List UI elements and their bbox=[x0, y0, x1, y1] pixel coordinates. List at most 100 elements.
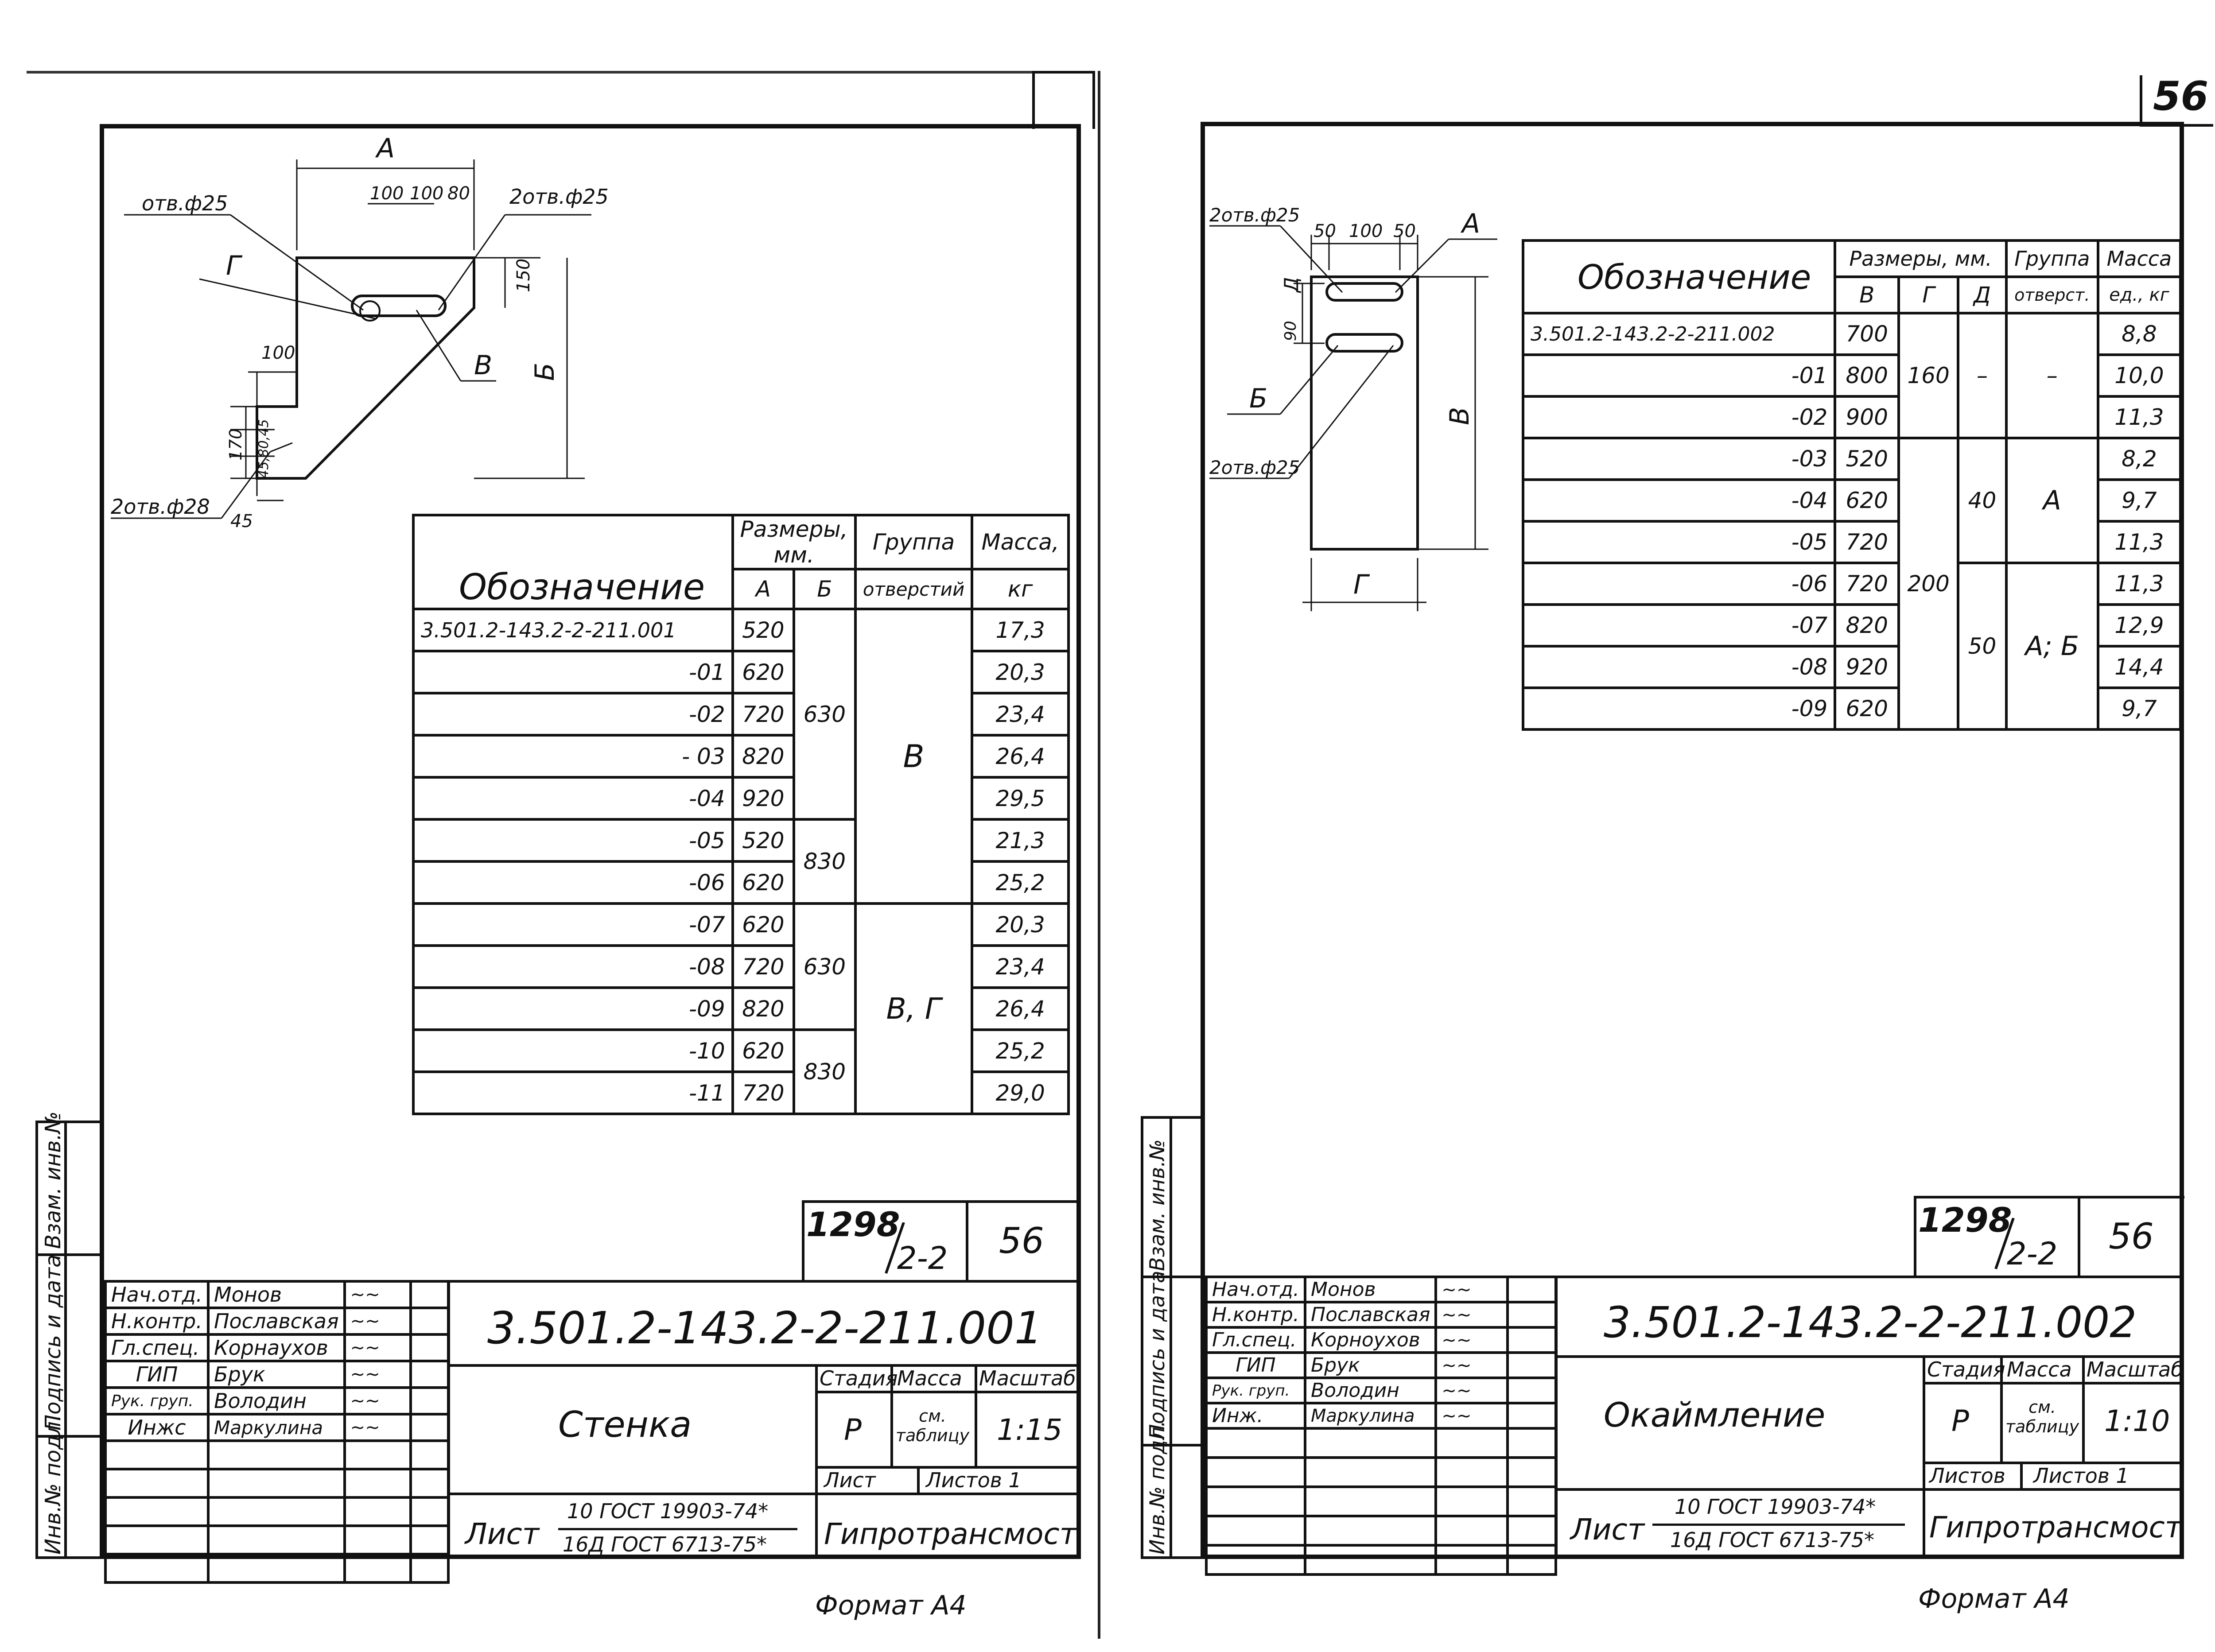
row-v: 700 bbox=[1834, 312, 1900, 356]
signature: ~~ bbox=[343, 1386, 412, 1415]
header-mass-2: кг bbox=[971, 568, 1070, 610]
role: Нач.отд. bbox=[104, 1280, 210, 1309]
dim-100-label: 100 bbox=[1349, 221, 1383, 241]
empty-cell bbox=[409, 1439, 450, 1470]
row-mass: 29,5 bbox=[971, 776, 1070, 821]
row-mass: 11,3 bbox=[2096, 395, 2182, 439]
label-a: А bbox=[1460, 208, 1480, 239]
date-cell bbox=[409, 1333, 450, 1362]
row-a: 720 bbox=[731, 944, 796, 989]
doc-code: 3.501.2-143.2-2-211.002 bbox=[1604, 1298, 2137, 1347]
dim-b-label: Б bbox=[529, 363, 560, 381]
row-mass: 11,3 bbox=[2096, 562, 2182, 606]
left-side-strip bbox=[35, 1121, 104, 1559]
signature: ~~ bbox=[1434, 1377, 1509, 1404]
format-label: Формат А4 bbox=[815, 1590, 967, 1621]
left-stamp-frame bbox=[104, 1280, 1076, 1283]
date-cell bbox=[409, 1386, 450, 1415]
signature: ~~ bbox=[343, 1307, 412, 1336]
person-name: Монов bbox=[206, 1280, 346, 1309]
stamp-title: Окаймление bbox=[1604, 1395, 1826, 1435]
stage-label: Стадия bbox=[1927, 1357, 2005, 1381]
date-cell bbox=[409, 1413, 450, 1442]
empty-cell bbox=[1205, 1427, 1306, 1459]
hole-bottom-callout: 2отв.ф25 bbox=[1209, 457, 1300, 478]
stamp-line bbox=[917, 1466, 920, 1493]
signature: ~~ bbox=[1434, 1326, 1509, 1354]
row-mass: 26,4 bbox=[971, 986, 1070, 1031]
side-inv-repl: Взам. инв.№ bbox=[41, 1111, 66, 1249]
stamp-sheet-number: 56 bbox=[999, 1220, 1044, 1261]
empty-cell bbox=[1205, 1515, 1306, 1547]
role: Инж. bbox=[1205, 1402, 1306, 1430]
hole-bottom-callout: 2отв.ф28 bbox=[111, 495, 210, 519]
empty-cell bbox=[1205, 1485, 1306, 1517]
row-v: 820 bbox=[1834, 603, 1900, 648]
row-v: 520 bbox=[1834, 437, 1900, 481]
row-a: 620 bbox=[731, 860, 796, 905]
center-divider bbox=[1098, 71, 1100, 1639]
person-name: Маркулина bbox=[1303, 1402, 1438, 1430]
empty-cell bbox=[343, 1468, 412, 1499]
group-d: – bbox=[1957, 312, 2008, 439]
header-col-a: А bbox=[731, 568, 796, 610]
dim-150-label: 150 bbox=[513, 259, 534, 292]
empty-cell bbox=[409, 1524, 450, 1555]
project-number: 1298 bbox=[806, 1205, 900, 1244]
row-v: 620 bbox=[1834, 478, 1900, 523]
group-b: 630 bbox=[793, 902, 857, 1031]
header-col-g: Г bbox=[1897, 275, 1960, 314]
empty-cell bbox=[1205, 1456, 1306, 1488]
left-stamp-project-box bbox=[802, 1200, 1079, 1283]
empty-cell bbox=[206, 1524, 346, 1555]
row-code: -01 bbox=[1521, 353, 1837, 398]
empty-cell bbox=[1303, 1485, 1438, 1517]
material-top: 10 ГОСТ 19903-74* bbox=[567, 1499, 769, 1523]
scale-label: Масштаб bbox=[979, 1366, 1076, 1390]
empty-cell bbox=[1506, 1544, 1557, 1576]
person-name: Пославская bbox=[206, 1307, 346, 1336]
empty-cell bbox=[206, 1496, 346, 1527]
row-v: 900 bbox=[1834, 395, 1900, 439]
stamp-line bbox=[2020, 1462, 2023, 1488]
row-mass: 17,3 bbox=[971, 608, 1070, 652]
stamp-line bbox=[1923, 1355, 1925, 1559]
empty-cell bbox=[1303, 1427, 1438, 1459]
date-cell bbox=[409, 1280, 450, 1309]
group-g: 200 bbox=[1897, 437, 1960, 731]
empty-cell bbox=[409, 1496, 450, 1527]
stamp-line bbox=[1923, 1462, 2182, 1464]
row-mass: 23,4 bbox=[971, 944, 1070, 989]
empty-cell bbox=[1205, 1544, 1306, 1576]
signature: ~~ bbox=[343, 1333, 412, 1362]
empty-cell bbox=[206, 1439, 346, 1470]
row-mass: 12,9 bbox=[2096, 603, 2182, 648]
organization: Гипротрансмост bbox=[1929, 1510, 2182, 1544]
row-code: -03 bbox=[1521, 437, 1837, 481]
role: Гл.спец. bbox=[1205, 1326, 1306, 1354]
person-name: Маркулина bbox=[206, 1413, 346, 1442]
group-d: 50 bbox=[1957, 562, 2008, 731]
person-name: Володин bbox=[1303, 1377, 1438, 1404]
material-fraction-line bbox=[558, 1528, 797, 1530]
stamp-line bbox=[447, 1280, 450, 1559]
stamp-line bbox=[1555, 1355, 2182, 1358]
stage-label: Стадия bbox=[820, 1366, 898, 1390]
group-b: 630 bbox=[793, 608, 857, 821]
row-mass: 9,7 bbox=[2096, 686, 2182, 731]
row-code: -06 bbox=[1521, 562, 1837, 606]
empty-cell bbox=[1303, 1515, 1438, 1547]
empty-cell bbox=[343, 1524, 412, 1555]
stamp-sheet-number: 56 bbox=[2109, 1216, 2154, 1257]
header-group: Группа bbox=[2005, 239, 2099, 278]
left-part-drawing: A 100 100 80 отв.ф25 2отв.ф25 Г В 100 45… bbox=[111, 133, 609, 531]
row-v: 720 bbox=[1834, 520, 1900, 564]
organization: Гипротрансмост bbox=[824, 1517, 1077, 1551]
row-code: -02 bbox=[1521, 395, 1837, 439]
top-rule bbox=[27, 71, 1041, 74]
row-code: -07 bbox=[1521, 603, 1837, 648]
row-code: -04 bbox=[1521, 478, 1837, 523]
empty-cell bbox=[1506, 1485, 1557, 1517]
label-g: Г bbox=[226, 250, 243, 281]
dim-45-label: 45 bbox=[230, 511, 253, 531]
